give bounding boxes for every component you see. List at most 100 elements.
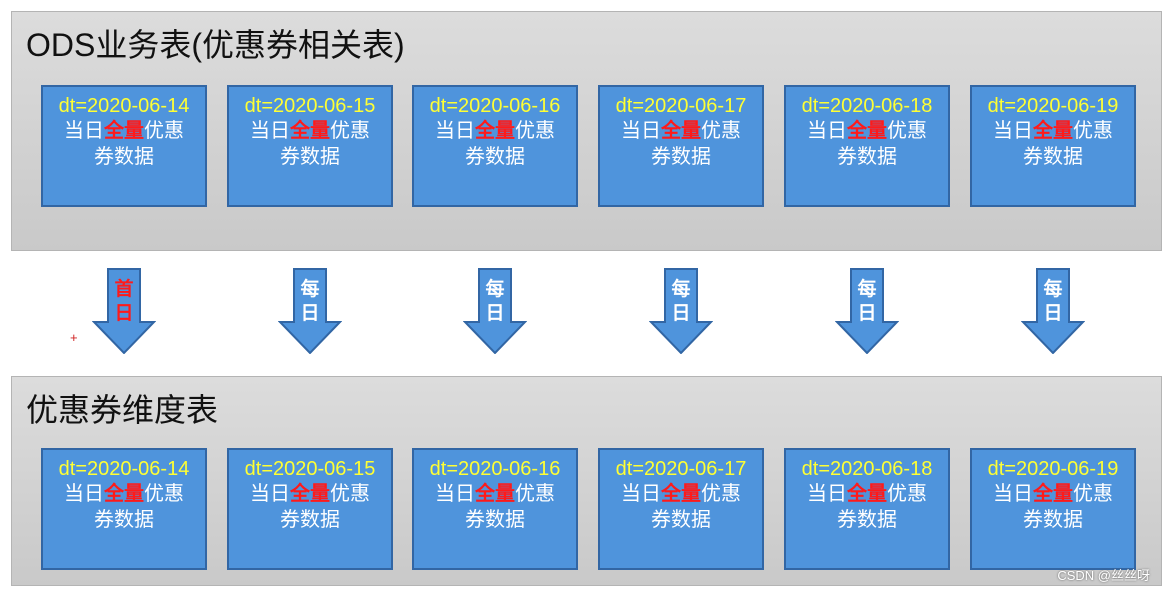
- box-text-line-1: 当日全量优惠: [600, 118, 762, 144]
- box-text-suffix: 优惠: [330, 483, 370, 505]
- down-arrow-icon: 每日: [278, 268, 342, 354]
- box-dt-label: dt=2020-06-19: [987, 458, 1119, 480]
- box-text-highlight: 全量: [661, 120, 701, 142]
- box-dt-label: dt=2020-06-14: [58, 458, 190, 480]
- dim-section-title: 优惠券维度表: [26, 392, 219, 428]
- box-text-line-1: 当日全量优惠: [229, 118, 391, 144]
- box-text-highlight: 全量: [104, 483, 144, 505]
- box-text-line-1: 当日全量优惠: [414, 481, 576, 507]
- watermark: CSDN @丝丝呀: [1057, 568, 1150, 583]
- box-text-prefix: 当日: [435, 120, 475, 142]
- plus-marker: +: [70, 330, 78, 345]
- box-text-line-2: 券数据: [837, 146, 897, 168]
- box-text-suffix: 优惠: [330, 120, 370, 142]
- box-text-prefix: 当日: [250, 120, 290, 142]
- box-dt-label: dt=2020-06-17: [615, 95, 747, 117]
- box-text-line-2: 券数据: [94, 509, 154, 531]
- box-dt-label: dt=2020-06-19: [987, 95, 1119, 117]
- down-arrow-icon: 每日: [835, 268, 899, 354]
- box-text-line-2: 券数据: [1023, 146, 1083, 168]
- box-text-line-2: 券数据: [94, 146, 154, 168]
- box-text-line-1: 当日全量优惠: [600, 481, 762, 507]
- box-dt-label: dt=2020-06-16: [429, 458, 561, 480]
- box-text-suffix: 优惠: [515, 483, 555, 505]
- box-text-line-2: 券数据: [465, 146, 525, 168]
- box-text-line-1: 当日全量优惠: [414, 118, 576, 144]
- box-text-suffix: 优惠: [701, 483, 741, 505]
- box-text-line-2: 券数据: [837, 509, 897, 531]
- box-text-line-2: 券数据: [465, 509, 525, 531]
- box-text-prefix: 当日: [621, 120, 661, 142]
- box-text-line-2: 券数据: [651, 509, 711, 531]
- box-text-line-1: 当日全量优惠: [972, 118, 1134, 144]
- box-text-prefix: 当日: [64, 483, 104, 505]
- box-text-highlight: 全量: [847, 483, 887, 505]
- box-text-line-1: 当日全量优惠: [786, 481, 948, 507]
- box-dt-label: dt=2020-06-16: [429, 95, 561, 117]
- box-text-prefix: 当日: [993, 120, 1033, 142]
- box-dt-label: dt=2020-06-15: [244, 95, 376, 117]
- arrow-label: 每日: [1043, 279, 1063, 324]
- box-text-line-1: 当日全量优惠: [43, 481, 205, 507]
- box-dt-label: dt=2020-06-18: [801, 95, 933, 117]
- box-text-highlight: 全量: [661, 483, 701, 505]
- box-text-suffix: 优惠: [515, 120, 555, 142]
- box-text-highlight: 全量: [847, 120, 887, 142]
- down-arrow-icon: 每日: [463, 268, 527, 354]
- box-text-prefix: 当日: [621, 483, 661, 505]
- box-text-line-2: 券数据: [1023, 509, 1083, 531]
- box-text-suffix: 优惠: [701, 120, 741, 142]
- box-text-line-1: 当日全量优惠: [786, 118, 948, 144]
- box-text-prefix: 当日: [807, 483, 847, 505]
- box-text-prefix: 当日: [250, 483, 290, 505]
- down-arrow-icon: 每日: [649, 268, 713, 354]
- arrow-label: 每日: [485, 279, 505, 324]
- box-text-suffix: 优惠: [887, 483, 927, 505]
- box-text-suffix: 优惠: [887, 120, 927, 142]
- box-text-line-1: 当日全量优惠: [43, 118, 205, 144]
- box-dt-label: dt=2020-06-17: [615, 458, 747, 480]
- arrow-label: 每日: [300, 279, 320, 324]
- arrow-label: 首日: [114, 279, 134, 324]
- arrow-label: 每日: [671, 279, 691, 324]
- box-text-highlight: 全量: [104, 120, 144, 142]
- box-text-suffix: 优惠: [144, 483, 184, 505]
- box-text-highlight: 全量: [475, 120, 515, 142]
- down-arrow-icon: 每日: [1021, 268, 1085, 354]
- box-text-suffix: 优惠: [1073, 483, 1113, 505]
- box-text-highlight: 全量: [290, 483, 330, 505]
- box-dt-label: dt=2020-06-14: [58, 95, 190, 117]
- box-text-highlight: 全量: [1033, 483, 1073, 505]
- down-arrow-icon: 首日: [92, 268, 156, 354]
- box-dt-label: dt=2020-06-15: [244, 458, 376, 480]
- box-text-line-1: 当日全量优惠: [229, 481, 391, 507]
- ods-section-title: ODS业务表(优惠券相关表): [26, 27, 405, 63]
- box-text-highlight: 全量: [1033, 120, 1073, 142]
- box-text-prefix: 当日: [807, 120, 847, 142]
- box-text-highlight: 全量: [290, 120, 330, 142]
- box-text-suffix: 优惠: [1073, 120, 1113, 142]
- box-text-line-2: 券数据: [651, 146, 711, 168]
- box-text-suffix: 优惠: [144, 120, 184, 142]
- box-text-line-2: 券数据: [280, 509, 340, 531]
- box-text-prefix: 当日: [435, 483, 475, 505]
- box-text-highlight: 全量: [475, 483, 515, 505]
- box-text-line-1: 当日全量优惠: [972, 481, 1134, 507]
- box-text-line-2: 券数据: [280, 146, 340, 168]
- arrow-label: 每日: [857, 279, 877, 324]
- box-text-prefix: 当日: [993, 483, 1033, 505]
- box-text-prefix: 当日: [64, 120, 104, 142]
- box-dt-label: dt=2020-06-18: [801, 458, 933, 480]
